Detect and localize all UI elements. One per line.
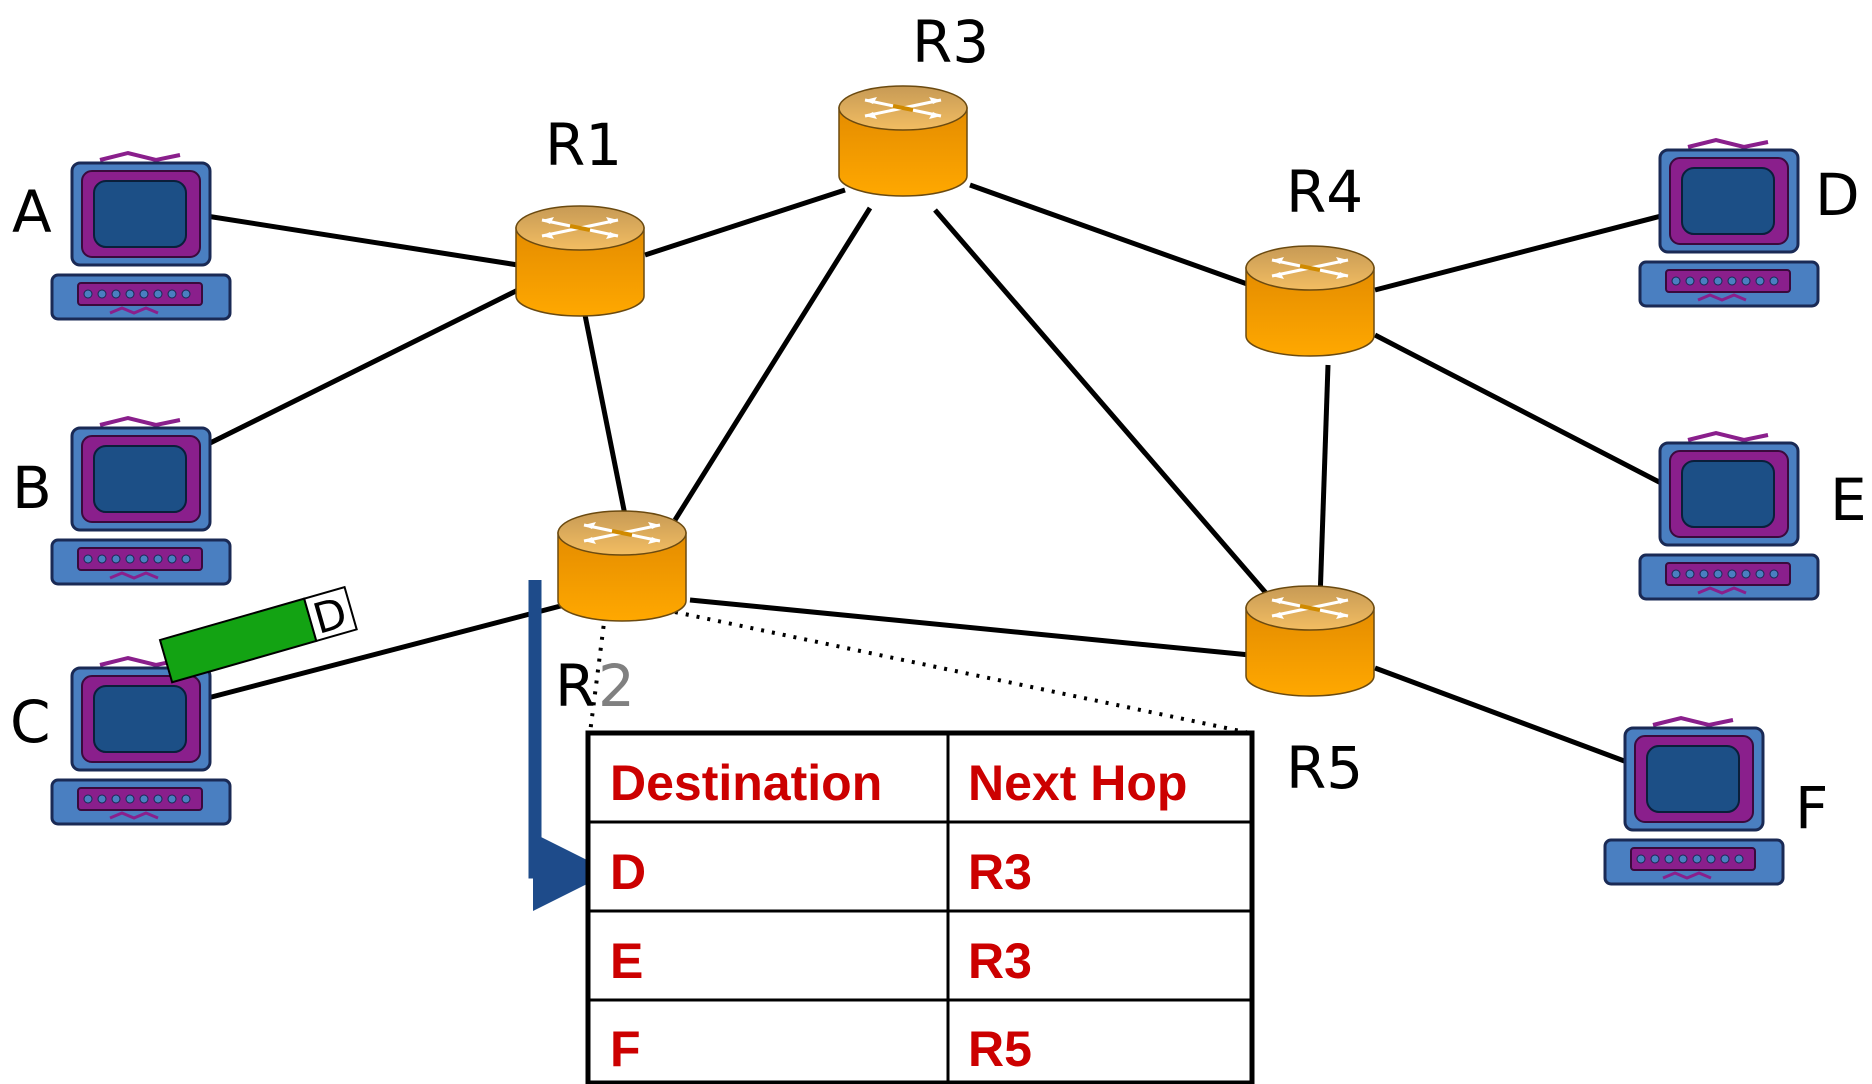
link-r1-r2 [582, 314, 628, 516]
router-r3-label: R3 [912, 8, 989, 76]
host-c: C [10, 656, 232, 826]
router-r1-icon [514, 204, 646, 318]
router-r1-label: R1 [545, 111, 622, 179]
lookup-arrow [528, 580, 611, 911]
table-row-destination: D [610, 844, 646, 900]
table-header-next-hop: Next Hop [968, 755, 1187, 811]
table-row-next-hop: R3 [968, 844, 1032, 900]
link-r5-f [1374, 665, 1636, 768]
router-r2-label-num: 2 [598, 652, 635, 720]
table-callout-lines [588, 610, 1251, 735]
router-r2-label-r: R [555, 652, 595, 720]
link-r3-r5 [933, 208, 1274, 602]
link-b-r1 [198, 287, 520, 451]
router-r4: R4 [1244, 158, 1376, 358]
packet-payload [158, 597, 318, 684]
packet: D [158, 585, 358, 684]
link-a-r1 [199, 212, 519, 268]
table-row-destination: E [610, 933, 643, 989]
router-r5-icon [1244, 584, 1376, 698]
host-d: D [1638, 138, 1860, 308]
network-links [198, 182, 1667, 768]
link-r1-r3 [644, 187, 846, 258]
link-r3-r2 [672, 206, 873, 522]
host-e-label: E [1830, 466, 1867, 534]
link-r4-d [1374, 212, 1666, 293]
router-r3: R3 [837, 8, 989, 198]
host-d-label: D [1815, 161, 1860, 229]
table-row-next-hop: R3 [968, 933, 1032, 989]
host-b-label: B [12, 454, 52, 522]
router-r5-label: R5 [1286, 734, 1363, 802]
router-r5: R5 [1244, 584, 1376, 802]
computer-b-icon [50, 416, 232, 586]
router-r3-icon [837, 84, 969, 198]
table-row-destination: F [610, 1021, 641, 1077]
forwarding-table: Destination Next Hop D R3 E R3 F R5 [585, 730, 1255, 1084]
computer-d-icon [1638, 138, 1820, 308]
host-a: A [12, 151, 232, 321]
computer-c-icon [50, 656, 232, 826]
link-r3-r4 [969, 182, 1251, 288]
router-r1: R1 [514, 111, 646, 318]
computer-a-icon [50, 151, 232, 321]
host-f-label: F [1795, 774, 1828, 842]
table-header-destination: Destination [610, 755, 882, 811]
link-r2-r5 [689, 597, 1251, 658]
link-r4-r5 [1317, 364, 1331, 601]
host-a-label: A [12, 178, 52, 246]
host-b: B [12, 416, 232, 586]
table-row-next-hop: R5 [968, 1021, 1032, 1077]
router-r4-icon [1244, 244, 1376, 358]
computer-e-icon [1638, 431, 1820, 601]
host-e: E [1638, 431, 1867, 601]
computer-f-icon [1603, 716, 1785, 886]
router-r4-label: R4 [1286, 158, 1363, 226]
host-c-label: C [10, 688, 51, 756]
host-f: F [1603, 716, 1828, 886]
link-c-r2 [199, 587, 623, 703]
router-r2: R 2 [555, 509, 688, 720]
packet-header [302, 585, 358, 643]
router-r2-icon [556, 509, 688, 623]
link-r4-e [1373, 332, 1667, 488]
